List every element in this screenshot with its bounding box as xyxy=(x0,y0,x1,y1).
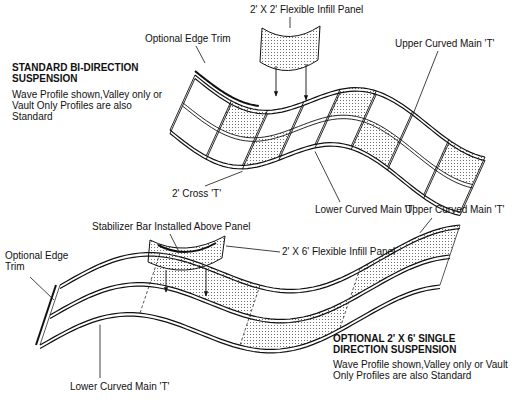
callout-label: 2' X 6' Flexible Infill Panel xyxy=(282,246,395,257)
callout-label: Upper Curved Main 'T' xyxy=(405,204,504,215)
leader-line xyxy=(170,234,178,250)
cross-tee xyxy=(351,91,376,146)
panel-seam xyxy=(440,225,460,285)
infill-panel xyxy=(243,129,292,165)
leader-line xyxy=(290,17,291,28)
cross-tee xyxy=(424,143,449,198)
note-text: Wave Profile shown,Valley only or Vault … xyxy=(12,89,172,123)
callout-label: Optional Edge Trim xyxy=(5,250,73,272)
cross-tee xyxy=(460,157,485,212)
cross-tee xyxy=(351,94,376,149)
cross-tee xyxy=(170,75,195,130)
cross-tee xyxy=(243,114,268,169)
cross-tee xyxy=(388,112,413,167)
cross-tee xyxy=(279,105,304,160)
callout-label: Stabilizer Bar Installed Above Panel xyxy=(92,221,250,232)
main-tee xyxy=(170,134,460,216)
main-tee xyxy=(195,75,485,157)
leader-line xyxy=(226,246,280,252)
section-heading: OPTIONAL 2' X 6' SINGLE DIRECTION SUSPEN… xyxy=(333,333,513,355)
leader-line xyxy=(315,151,340,202)
install-arrow xyxy=(306,64,307,100)
install-arrow xyxy=(206,268,207,296)
stabilizer-bar xyxy=(158,243,216,252)
leader-line xyxy=(420,218,432,233)
infill-panel xyxy=(350,225,460,298)
callout-label: Optional Edge Trim xyxy=(145,33,231,44)
callout-label: 2' X 2' Flexible Infill Panel xyxy=(250,4,363,15)
cross-tee xyxy=(424,140,449,195)
leader-line xyxy=(205,171,243,186)
main-tee xyxy=(183,103,473,185)
main-tee xyxy=(50,255,450,319)
callout-label: Lower Curved Main 'T' xyxy=(315,204,414,215)
main-tee xyxy=(183,106,473,188)
flexible-panel xyxy=(148,236,225,270)
cross-tee xyxy=(388,115,413,170)
panel-seam xyxy=(340,268,360,328)
install-arrow xyxy=(166,270,167,292)
main-tee xyxy=(60,225,460,289)
install-arrow xyxy=(276,66,277,96)
cross-tee xyxy=(206,104,231,159)
cross-tee xyxy=(243,110,268,165)
callout-label: 2' Cross 'T' xyxy=(172,188,221,199)
note-text: Wave Profile shown,Valley only or Vault … xyxy=(333,359,513,381)
infill-panel xyxy=(436,140,485,185)
main-tee xyxy=(195,79,485,161)
section-heading: STANDARD BI-DIRECTION SUSPENSION xyxy=(12,62,172,84)
leader-line xyxy=(413,51,439,116)
callout-label: Lower Curved Main 'T' xyxy=(70,381,169,392)
leader-line xyxy=(100,325,101,378)
panel-fills xyxy=(150,88,485,350)
callout-label: Upper Curved Main 'T' xyxy=(395,38,494,49)
leader-line xyxy=(196,46,205,63)
cross-tee xyxy=(170,79,195,134)
edge-trim xyxy=(36,285,56,345)
cross-tee xyxy=(279,102,304,157)
panel-seam xyxy=(40,285,60,345)
cross-tee xyxy=(206,101,231,156)
leader-line xyxy=(30,277,54,300)
edge-trim xyxy=(195,71,259,106)
main-tee xyxy=(60,229,460,293)
flexible-panel xyxy=(260,26,320,71)
main-tee xyxy=(50,259,450,323)
panel-seam xyxy=(240,285,260,345)
cross-tee xyxy=(315,93,340,148)
cross-tee xyxy=(315,89,340,144)
